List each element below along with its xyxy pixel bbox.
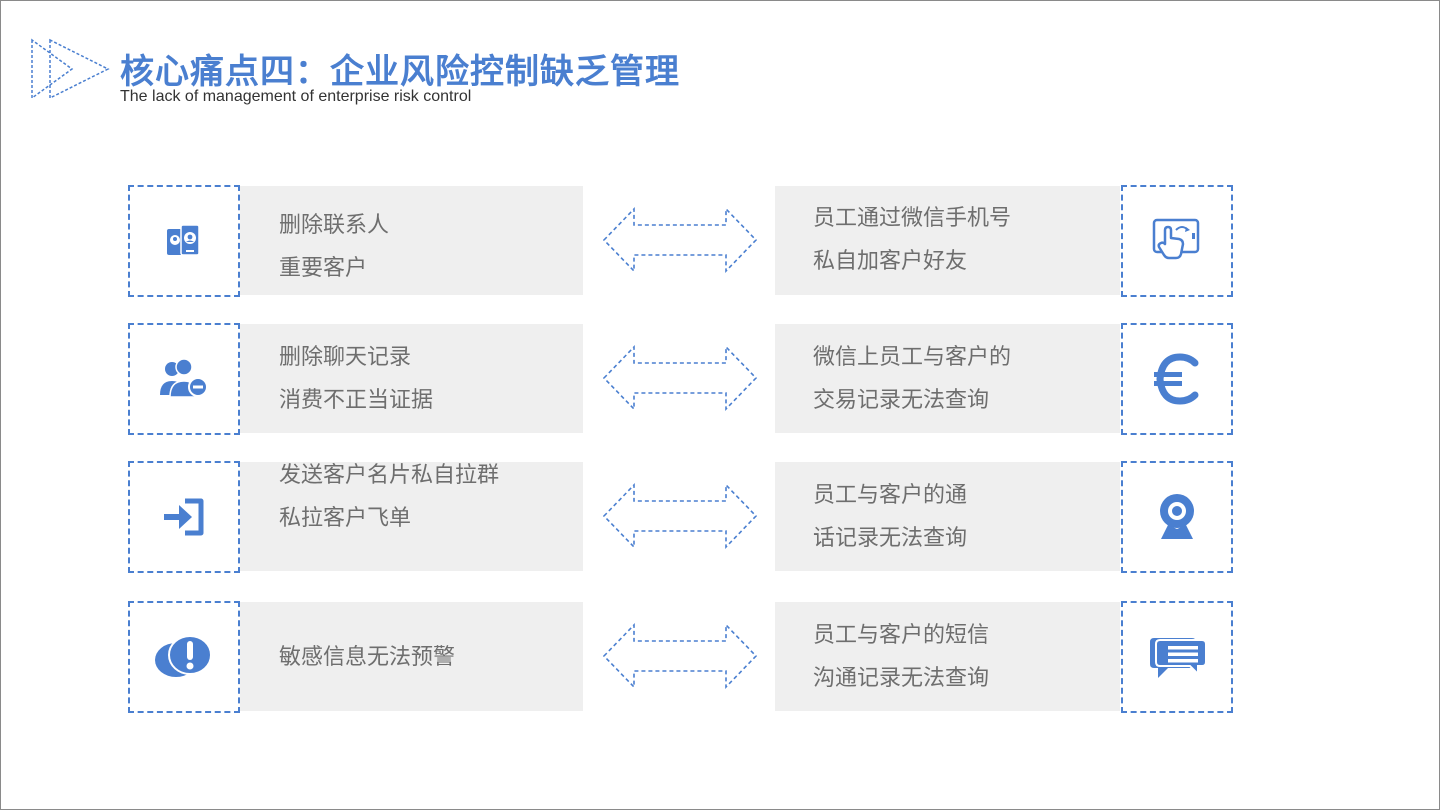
left-icon-box [128,323,240,435]
left-line-1: 发送客户名片私自拉群 [279,463,500,488]
right-text: 员工与客户的短信 沟通记录无法查询 [813,614,989,700]
page-subtitle: The lack of management of enterprise ris… [120,88,472,105]
left-panel [238,462,583,571]
pain-point-row: 敏感信息无法预警 员工与客户的短信 沟通记录无法查询 [0,601,1440,713]
left-text: 删除聊天记录 消费不正当证据 [279,336,433,422]
double-arrow-icon [602,483,758,549]
right-line-1: 员工与客户的通 [813,483,968,508]
double-arrow-icon [602,345,758,411]
pain-point-row: 发送客户名片私自拉群 私拉客户飞单 员工与客户的通 话记录无法查询 [0,461,1440,573]
right-line-1: 员工通过微信手机号 [813,206,1012,231]
euro-icon [1154,353,1199,405]
right-icon-box [1121,185,1233,297]
left-icon-box [128,601,240,713]
left-panel [238,324,583,433]
contacts-phone-icon [167,224,200,256]
left-line-1: 删除联系人 [279,213,390,238]
right-line-2: 话记录无法查询 [813,526,968,551]
remove-user-icon [160,358,208,398]
right-line-2: 交易记录无法查询 [813,388,990,413]
right-text: 员工通过微信手机号 私自加客户好友 [813,197,1011,283]
pain-point-row: 删除聊天记录 消费不正当证据 微信上员工与客户的 交易记录无法查询 [0,323,1440,435]
tablet-touch-icon [1152,218,1200,260]
right-icon-box [1121,601,1233,713]
right-panel [775,324,1120,433]
left-text: 发送客户名片私自拉群 私拉客户飞单 [279,454,499,540]
right-panel [775,602,1120,711]
right-line-1: 微信上员工与客户的 [813,345,1012,370]
right-icon-box [1121,461,1233,573]
left-icon-box [128,185,240,297]
right-text: 员工与客户的通 话记录无法查询 [813,474,967,560]
page-title: 核心痛点四：企业风险控制缺乏管理 [120,52,680,92]
left-text: 敏感信息无法预警 [279,636,455,679]
left-line-1: 删除聊天记录 [279,345,412,370]
alert-bubble-icon [155,635,212,677]
webcam-icon [1160,494,1194,539]
left-line-2: 私拉客户飞单 [279,506,412,531]
left-line-2: 消费不正当证据 [279,388,434,413]
right-line-2: 沟通记录无法查询 [813,666,990,691]
left-panel [238,602,583,711]
double-arrow-icon [602,207,758,273]
right-line-1: 员工与客户的短信 [813,623,990,648]
login-icon [164,498,204,536]
pain-point-row: 删除联系人 重要客户 员工通过微信手机号 私自加客户好友 [0,185,1440,297]
left-text: 删除联系人 重要客户 [279,204,389,290]
right-line-2: 私自加客户好友 [813,249,968,274]
left-line-2: 重要客户 [279,256,368,281]
right-panel [775,186,1120,295]
left-icon-box [128,461,240,573]
play-logo-icon [28,38,112,102]
chat-message-icon [1150,638,1207,678]
right-text: 微信上员工与客户的 交易记录无法查询 [813,336,1011,422]
right-panel [775,462,1120,571]
double-arrow-icon [602,623,758,689]
right-icon-box [1121,323,1233,435]
left-panel [238,186,583,295]
left-line-1: 敏感信息无法预警 [279,645,456,670]
